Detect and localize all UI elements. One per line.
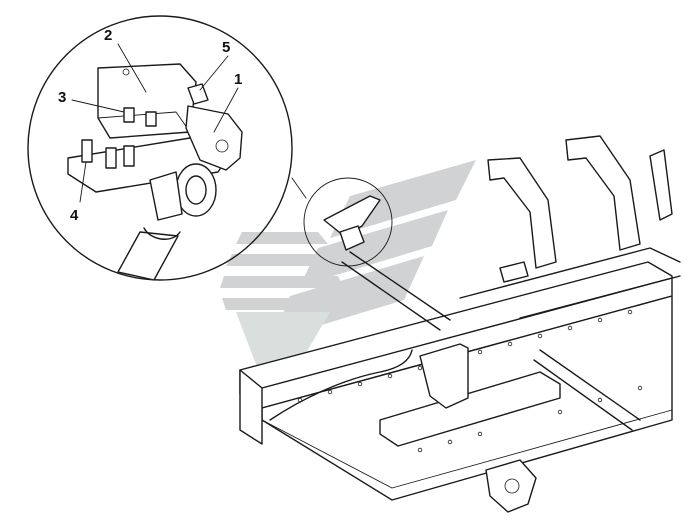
rail-hole xyxy=(537,333,543,339)
rail-hole xyxy=(357,381,363,387)
chassis-frame xyxy=(239,135,681,513)
logo-swoosh-middle xyxy=(300,210,448,286)
right-side-rail-top xyxy=(459,247,681,299)
callout-label-5: 5 xyxy=(222,39,230,56)
locator-bushing xyxy=(339,225,365,251)
detail-shaft-collar xyxy=(143,227,181,240)
rail-hole xyxy=(627,309,633,315)
detail-upper-bracket xyxy=(97,63,197,139)
logo-stripe-2 xyxy=(226,254,338,266)
left-rail-flange xyxy=(261,409,673,489)
callout-label-1: 1 xyxy=(234,71,242,88)
detail-shaft xyxy=(117,231,179,281)
link-rod-lower xyxy=(341,261,441,331)
callout-label-2: 2 xyxy=(104,27,112,44)
callout-label-3: 3 xyxy=(58,89,66,106)
tow-hook-eye xyxy=(504,478,520,494)
rail-hole xyxy=(477,349,483,355)
tie-rod-lower xyxy=(533,359,633,431)
logo-chevron xyxy=(236,312,330,380)
upper-rail-bracket xyxy=(499,261,529,283)
cab-mount-bracket-left xyxy=(487,157,557,269)
rail-hole xyxy=(507,341,513,347)
right-side-rail-bottom xyxy=(519,275,681,319)
rail-front-end xyxy=(239,369,263,445)
detail-side-plate xyxy=(185,105,243,171)
rail-hole xyxy=(417,365,423,371)
rail-hole xyxy=(417,447,423,453)
rail-hole xyxy=(597,317,603,323)
center-bracket xyxy=(419,343,469,409)
detail-stud-right xyxy=(123,145,135,167)
rail-hole xyxy=(477,431,483,437)
detail-circle-outline xyxy=(27,15,293,281)
detail-stud-4 xyxy=(81,139,93,163)
rail-hole xyxy=(637,385,643,391)
rail-hole xyxy=(557,409,563,415)
callout-label-4: 4 xyxy=(70,207,79,224)
tie-rod-upper xyxy=(539,349,641,421)
detail-stud-3a xyxy=(123,107,135,123)
leader-line-4 xyxy=(79,161,87,203)
rail-hole xyxy=(387,373,393,379)
detail-side-plate-hole xyxy=(215,139,229,153)
detail-bushing-core xyxy=(185,175,207,205)
link-rod-upper xyxy=(349,251,451,321)
rail-hole xyxy=(327,389,333,395)
locator-circle xyxy=(303,177,393,267)
rail-holes xyxy=(297,309,643,453)
detail-stud-3b xyxy=(145,111,157,127)
front-crossmember xyxy=(379,371,561,447)
cab-mount-bracket-right xyxy=(565,135,641,251)
cable-harness xyxy=(269,349,413,421)
detail-clevis xyxy=(149,171,183,221)
locator-circle-outline xyxy=(303,177,393,267)
detail-tab xyxy=(187,83,209,105)
leader-line-2 xyxy=(117,43,147,93)
leader-line-5 xyxy=(199,55,229,91)
detail-stud-center xyxy=(105,147,117,169)
link-rod xyxy=(341,251,641,431)
cab-mount-post xyxy=(649,149,673,221)
detail-leader xyxy=(291,177,307,199)
logo-stripe-1 xyxy=(236,232,328,244)
rail-hole xyxy=(447,439,453,445)
leader-line-3 xyxy=(71,99,125,113)
leader-line-1 xyxy=(213,87,239,133)
rail-hole xyxy=(597,397,603,403)
rail-hole xyxy=(567,325,573,331)
detail-view xyxy=(27,15,293,281)
detail-bracket-hole xyxy=(122,68,130,76)
callouts: 1 2 3 4 5 xyxy=(58,27,242,224)
